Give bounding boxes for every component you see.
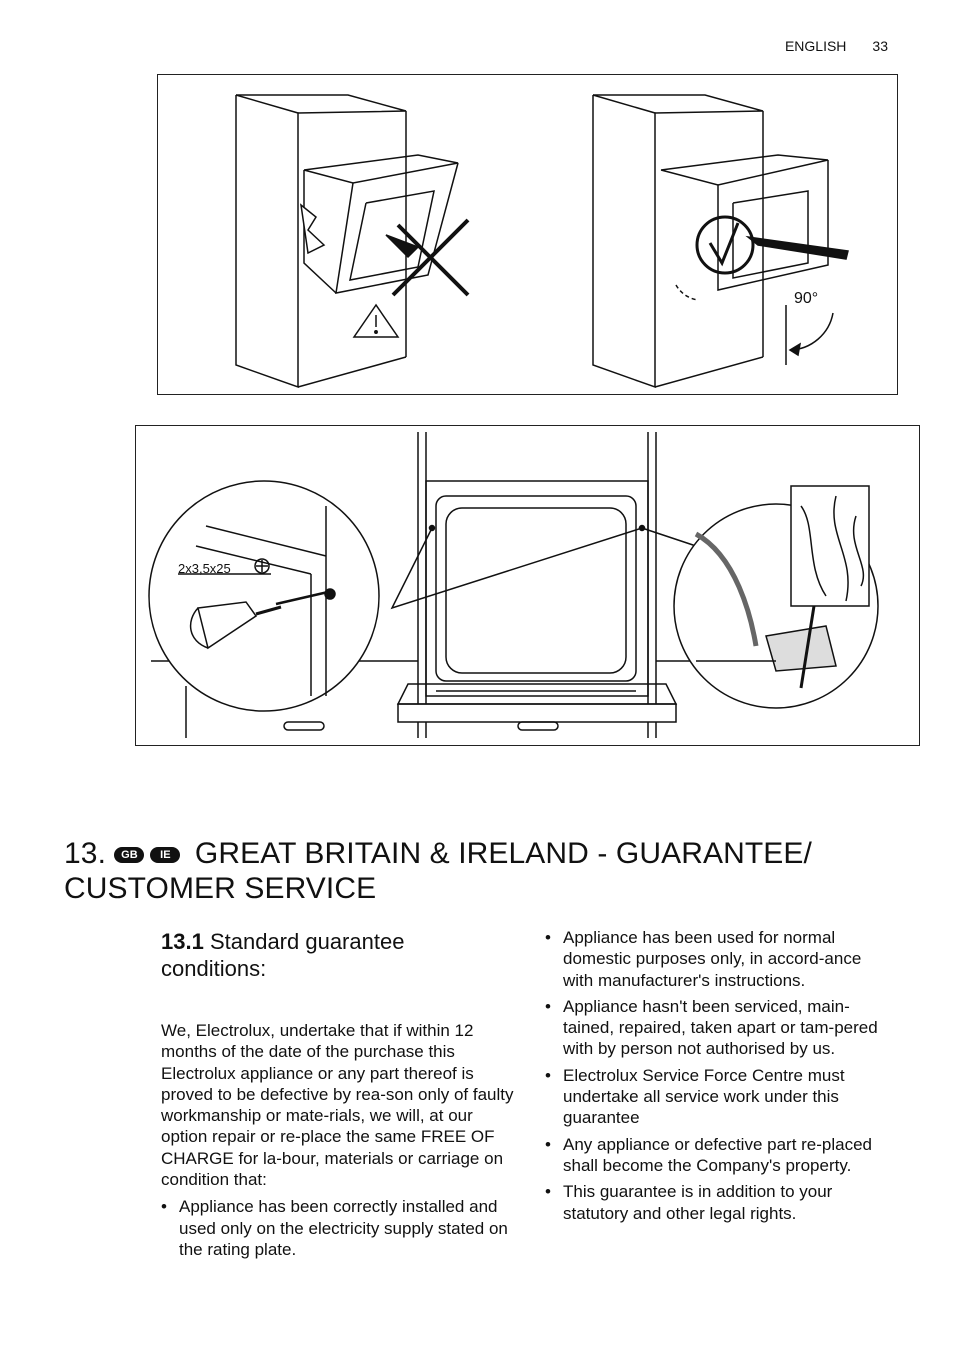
list-item: Electrolux Service Force Centre must und…	[545, 1065, 895, 1129]
list-item: Appliance hasn't been serviced, main-tai…	[545, 996, 895, 1060]
section-heading: 13. GB IE GREAT BRITAIN & IRELAND - GUARA…	[64, 836, 884, 906]
page-header: ENGLISH 33	[785, 38, 888, 54]
subsection-title: Standard guarantee conditions:	[161, 929, 405, 981]
screw-detail-illustration: 2x3,5x25	[148, 480, 380, 712]
list-item: This guarantee is in addition to your st…	[545, 1181, 895, 1224]
section-title-line2: CUSTOMER SERVICE	[64, 872, 377, 905]
flag-badge-gb: GB	[114, 847, 145, 864]
cabinet-correct-illustration: 90°	[592, 94, 849, 389]
section-number: 13.	[64, 837, 107, 870]
list-item: Any appliance or defective part re-place…	[545, 1134, 895, 1177]
installation-figure-bottom: 2x3,5x25	[135, 425, 920, 746]
bracket-detail-illustration	[673, 485, 879, 709]
subsection-heading: 13.1 Standard guarantee conditions:	[161, 928, 491, 982]
page-number: 33	[872, 38, 888, 54]
list-item: Appliance has been correctly installed a…	[161, 1196, 517, 1260]
subsection-number: 13.1	[161, 929, 204, 954]
left-bullet-list: Appliance has been correctly installed a…	[161, 1196, 517, 1260]
angle-label: 90°	[794, 290, 818, 307]
list-item: Appliance has been used for normal domes…	[545, 927, 895, 991]
left-column: We, Electrolux, undertake that if within…	[161, 1020, 517, 1265]
right-column: Appliance has been used for normal domes…	[545, 927, 895, 1229]
screw-size-label: 2x3,5x25	[178, 561, 231, 576]
flag-badge-ie: IE	[150, 847, 181, 864]
right-bullet-list: Appliance has been used for normal domes…	[545, 927, 895, 1224]
oven-front-illustration	[151, 432, 796, 738]
section-title-line1: GREAT BRITAIN & IRELAND - GUARANTEE/	[194, 837, 812, 870]
installation-figure-top: 90°	[157, 74, 898, 395]
language-label: ENGLISH	[784, 38, 847, 54]
cabinet-wrong-illustration	[235, 94, 470, 389]
intro-paragraph: We, Electrolux, undertake that if within…	[161, 1021, 514, 1190]
